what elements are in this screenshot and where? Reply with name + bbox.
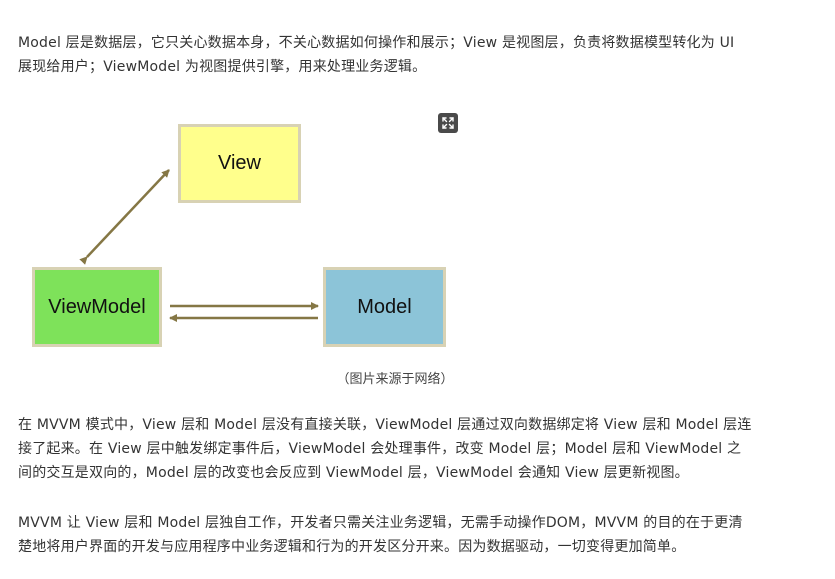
mvvm-explanation-paragraph: 在 MVVM 模式中，View 层和 Model 层没有直接关联，ViewMod… <box>18 413 778 485</box>
figure-caption: （图片来源于网络） <box>336 372 454 387</box>
benefit-line-1: MVVM 让 View 层和 Model 层独自工作，开发者只需关注业务逻辑，无… <box>18 515 743 531</box>
viewmodel-box: ViewModel <box>32 267 162 347</box>
diagram-arrows <box>79 169 319 322</box>
explanation-line-3: 间的交互是双向的，Model 层的改变也会反应到 ViewModel 层，Vie… <box>18 465 689 481</box>
model-box-label: Model <box>357 295 412 318</box>
view-box-label: View <box>218 152 261 174</box>
explanation-line-2: 接了起来。在 View 层中触发绑定事件后，ViewModel 会处理事件，改变… <box>18 441 742 457</box>
intro-paragraph: Model 层是数据层，它只关心数据本身，不关心数据如何操作和展示；View 是… <box>18 31 778 79</box>
benefit-line-2: 楚地将用户界面的开发与应用程序中业务逻辑和行为的开发区分开来。因为数据驱动，一切… <box>18 539 686 555</box>
mvvm-diagram: View ViewModel Model （图片来源于网络） <box>0 100 835 400</box>
model-box: Model <box>323 267 446 347</box>
expand-icon <box>442 117 454 129</box>
arrow-viewmodel-view <box>79 169 170 265</box>
intro-line-2: 展现给用户；ViewModel 为视图提供引擎，用来处理业务逻辑。 <box>18 59 427 75</box>
mvvm-benefit-paragraph: MVVM 让 View 层和 Model 层独自工作，开发者只需关注业务逻辑，无… <box>18 511 778 559</box>
viewmodel-box-label: ViewModel <box>48 295 146 318</box>
expand-image-button[interactable] <box>438 113 458 133</box>
view-box: View <box>178 124 301 203</box>
intro-line-1: Model 层是数据层，它只关心数据本身，不关心数据如何操作和展示；View 是… <box>18 35 735 51</box>
explanation-line-1: 在 MVVM 模式中，View 层和 Model 层没有直接关联，ViewMod… <box>18 417 752 433</box>
